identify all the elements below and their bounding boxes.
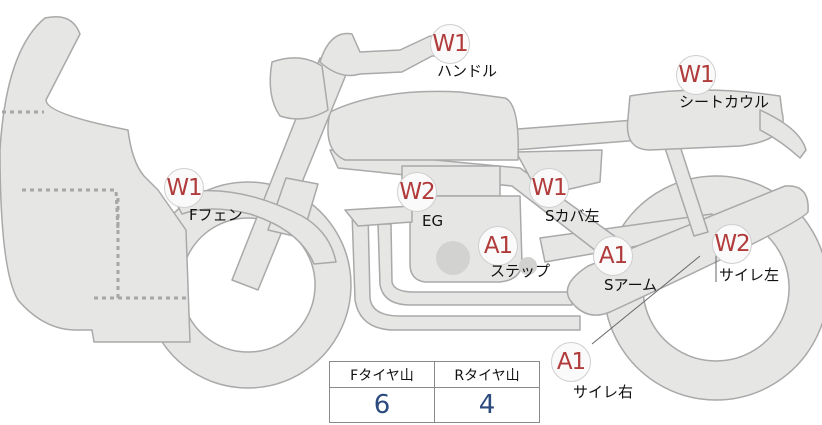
front-tire-header: Fタイヤ山: [329, 361, 435, 388]
grade-badge-step: A1: [478, 226, 518, 266]
rear-tire-header: Rタイヤ山: [434, 361, 540, 388]
seat-tail: [759, 109, 807, 159]
label-front-fender: Fフェン: [189, 206, 243, 224]
grade-badge-front-fender: W1: [164, 168, 204, 208]
grade-badge-silencer-left: W2: [712, 224, 752, 264]
grade-badge-swing-arm: A1: [593, 236, 633, 276]
headlight: [269, 57, 329, 120]
rear-tire-value: 4: [434, 387, 540, 423]
fuel-tank: [327, 90, 519, 161]
label-swing-arm: Sアーム: [604, 276, 658, 294]
muffler: [566, 185, 809, 316]
label-silencer-left: サイレ左: [719, 266, 780, 284]
grade-badge-engine: W2: [397, 172, 437, 212]
engine-front: [344, 205, 413, 227]
label-seat-cowl: シートカウル: [679, 93, 770, 111]
grade-badge-seat-cowl: W1: [676, 55, 716, 95]
tire-tread-table: Fタイヤ山 Rタイヤ山 6 4: [329, 361, 540, 423]
label-step: ステップ: [490, 262, 551, 280]
grade-badge-handle: W1: [430, 24, 470, 64]
label-engine: EG: [422, 212, 444, 230]
grade-badge-silencer-right: A1: [551, 342, 591, 382]
label-silencer-right: サイレ右: [573, 383, 634, 401]
label-side-cover-left: Sカバ左: [545, 207, 600, 225]
front-cowl: [0, 16, 191, 343]
exhaust-pipe: [351, 211, 581, 331]
front-tire-value: 6: [329, 387, 435, 423]
grade-badge-side-cover-left: W1: [529, 168, 569, 208]
front-fender: [171, 189, 337, 265]
label-handle: ハンドル: [437, 62, 498, 80]
